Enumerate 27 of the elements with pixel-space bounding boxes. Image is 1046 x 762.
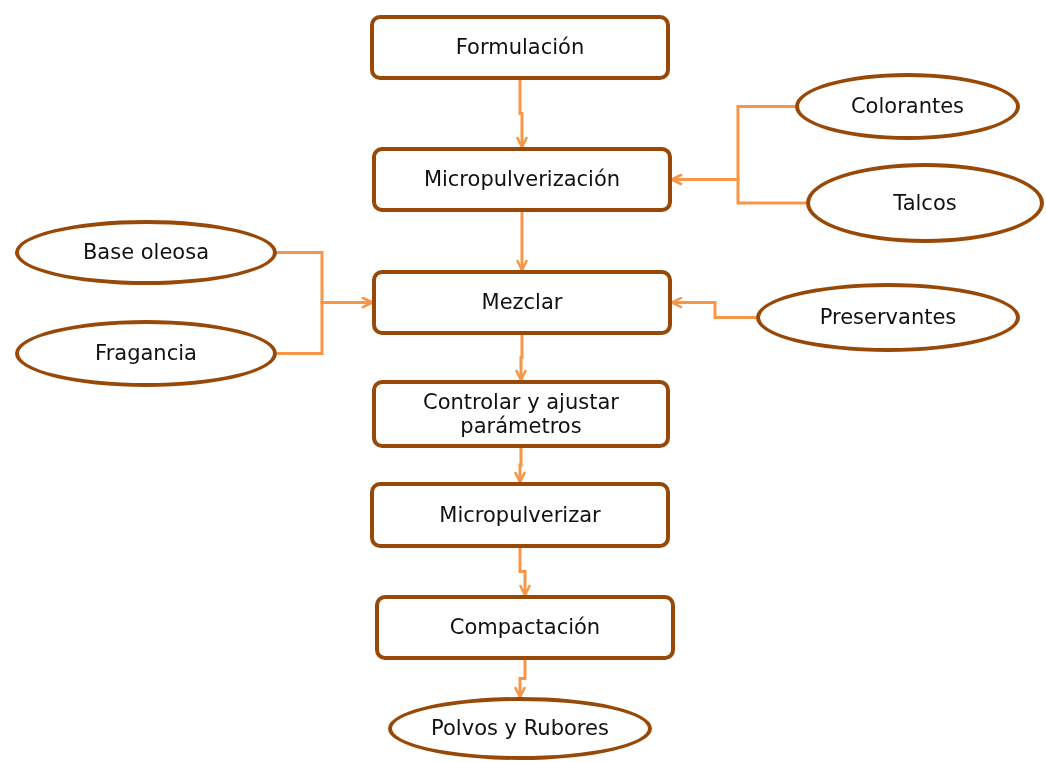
- node-label: Formulación: [455, 35, 585, 60]
- process-box: [370, 482, 670, 548]
- node-label: Micropulverización: [423, 167, 621, 192]
- arrow: [518, 548, 532, 597]
- node-label: Mezclar: [481, 290, 563, 315]
- process-box: [370, 15, 670, 80]
- node-label: Talcos: [893, 190, 957, 216]
- node-label: Fragancia: [95, 341, 197, 366]
- process-box: [372, 380, 670, 448]
- node-label: Controlar y ajustar parámetros: [422, 389, 620, 439]
- node-label: Preservantes: [819, 305, 957, 330]
- arrow: [277, 296, 374, 355]
- node-label: Compactación: [449, 615, 601, 640]
- arrow: [515, 212, 529, 272]
- process-box: [375, 595, 675, 660]
- node-label: Micropulverizar: [439, 502, 601, 528]
- arrow: [670, 296, 756, 319]
- arrow: [515, 80, 529, 149]
- node-label: Polvos y Rubores: [431, 716, 609, 741]
- process-box: [372, 147, 672, 212]
- node-label: Base oleosa: [82, 240, 210, 265]
- arrow: [513, 660, 527, 699]
- node-label: Colorantes: [850, 94, 965, 119]
- arrow: [513, 448, 527, 484]
- arrow: [514, 335, 528, 382]
- arrow: [670, 173, 806, 205]
- process-box: [372, 270, 672, 335]
